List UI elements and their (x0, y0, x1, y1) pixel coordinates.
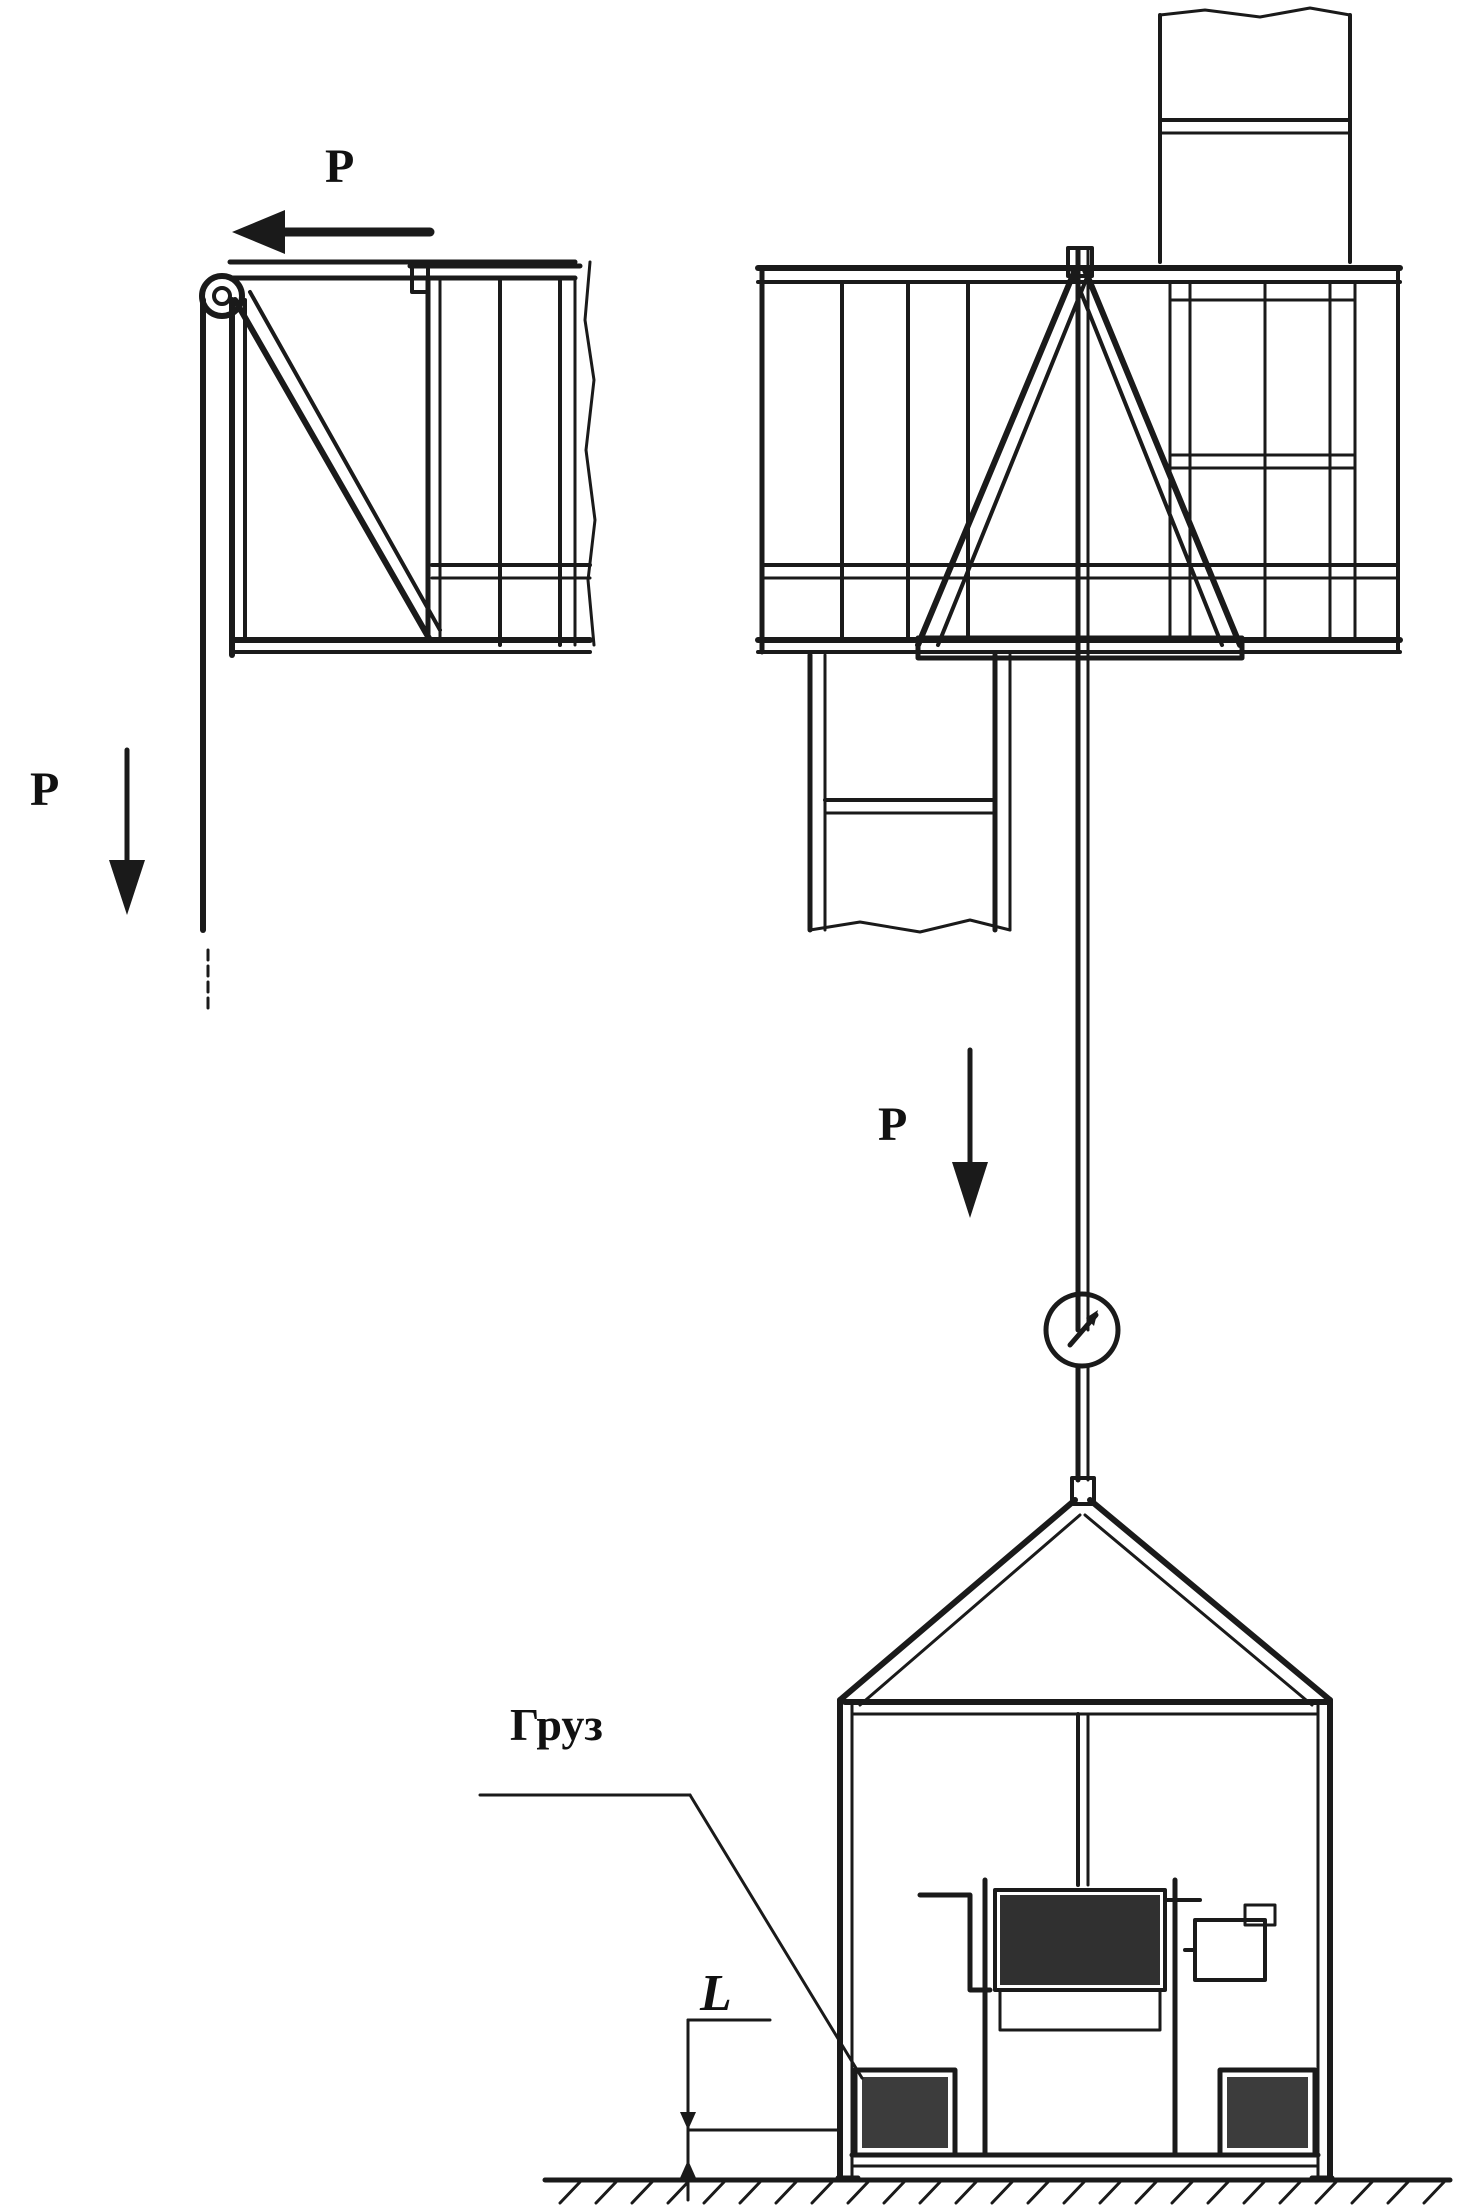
ground-hatch-line (594, 2180, 618, 2205)
ground-hatch-line (990, 2180, 1014, 2205)
load-frame (835, 1363, 1335, 2181)
ground-hatch-line (1314, 2180, 1338, 2205)
ground-hatch-line (630, 2180, 654, 2205)
ground-hatch-line (918, 2180, 942, 2205)
ground-hatch-line (558, 2180, 582, 2205)
force-label-top: P (325, 140, 354, 193)
ground-hatch-line (882, 2180, 906, 2205)
ground-hatch-line (738, 2180, 762, 2205)
ground-hatch-line (846, 2180, 870, 2205)
ground (542, 2177, 1453, 2205)
ground-hatch-line (1242, 2180, 1266, 2205)
load-leader-line (478, 1793, 864, 2080)
main-rope (1075, 247, 1090, 1333)
ground-hatch-line (1386, 2180, 1410, 2205)
ground-hatch-line (1422, 2180, 1446, 2205)
ground-hatch-line (1278, 2180, 1302, 2205)
ground-hatch-line (774, 2180, 798, 2205)
ground-hatch-line (1206, 2180, 1230, 2205)
force-label-rope: P (878, 1098, 907, 1151)
ground-hatch-line (1062, 2180, 1086, 2205)
force-label-left: P (30, 763, 59, 816)
ground-hatch-line (954, 2180, 978, 2205)
ground-hatch-line (1026, 2180, 1050, 2205)
ground-hatch-line (1170, 2180, 1194, 2205)
ground-hatch-line (1134, 2180, 1158, 2205)
load-label: Груз (510, 1699, 603, 1750)
gap-dimension (680, 2018, 842, 2202)
ground-hatch-line (1350, 2180, 1374, 2205)
ground-hatch-line (702, 2180, 726, 2205)
gap-label: L (699, 1965, 732, 2022)
ground-hatch-line (666, 2180, 690, 2205)
force-arrow-top (232, 210, 435, 254)
force-arrow-left (109, 747, 145, 915)
ground-hatch-line (1098, 2180, 1122, 2205)
cantilever-platform (199, 259, 597, 1012)
dynamometer (1043, 1291, 1121, 1369)
force-arrow-rope (952, 1047, 988, 1218)
ground-hatch-line (810, 2180, 834, 2205)
